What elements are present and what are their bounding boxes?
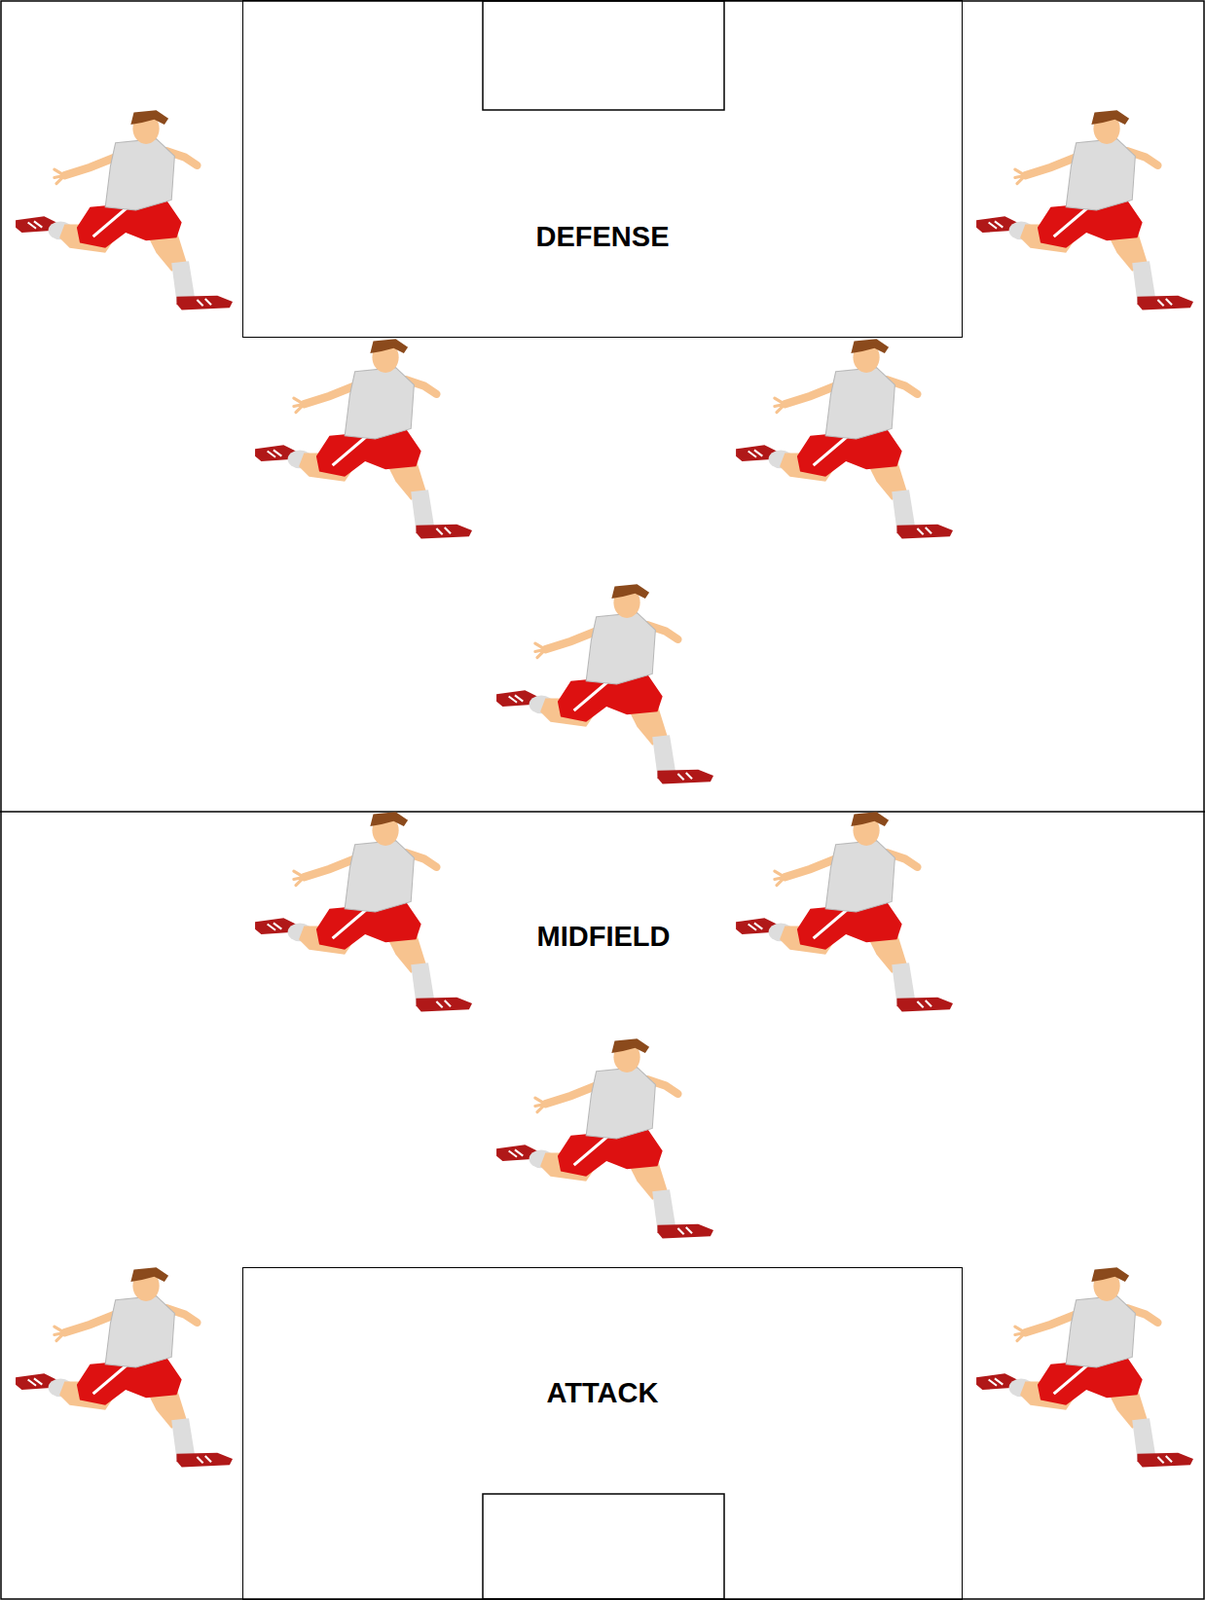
penalty-area: ATTACK [242,1267,963,1600]
player-figure [255,811,473,1012]
player-figure [735,811,953,1012]
player-figure [255,338,473,539]
player-figure [15,1267,233,1467]
player-figure [735,338,953,539]
zone-label: MIDFIELD [537,920,671,953]
halfway-line [0,810,1205,813]
player-figure [15,109,233,310]
goal-area [482,0,725,110]
zone-title: ATTACK [243,1377,962,1410]
player-figure [496,1038,714,1239]
zone-title: DEFENSE [243,220,962,254]
player-figure [976,109,1194,310]
player-figure [976,1267,1194,1467]
goal-area [482,1494,725,1600]
penalty-area: DEFENSE [242,0,963,338]
player-figure [496,584,714,784]
